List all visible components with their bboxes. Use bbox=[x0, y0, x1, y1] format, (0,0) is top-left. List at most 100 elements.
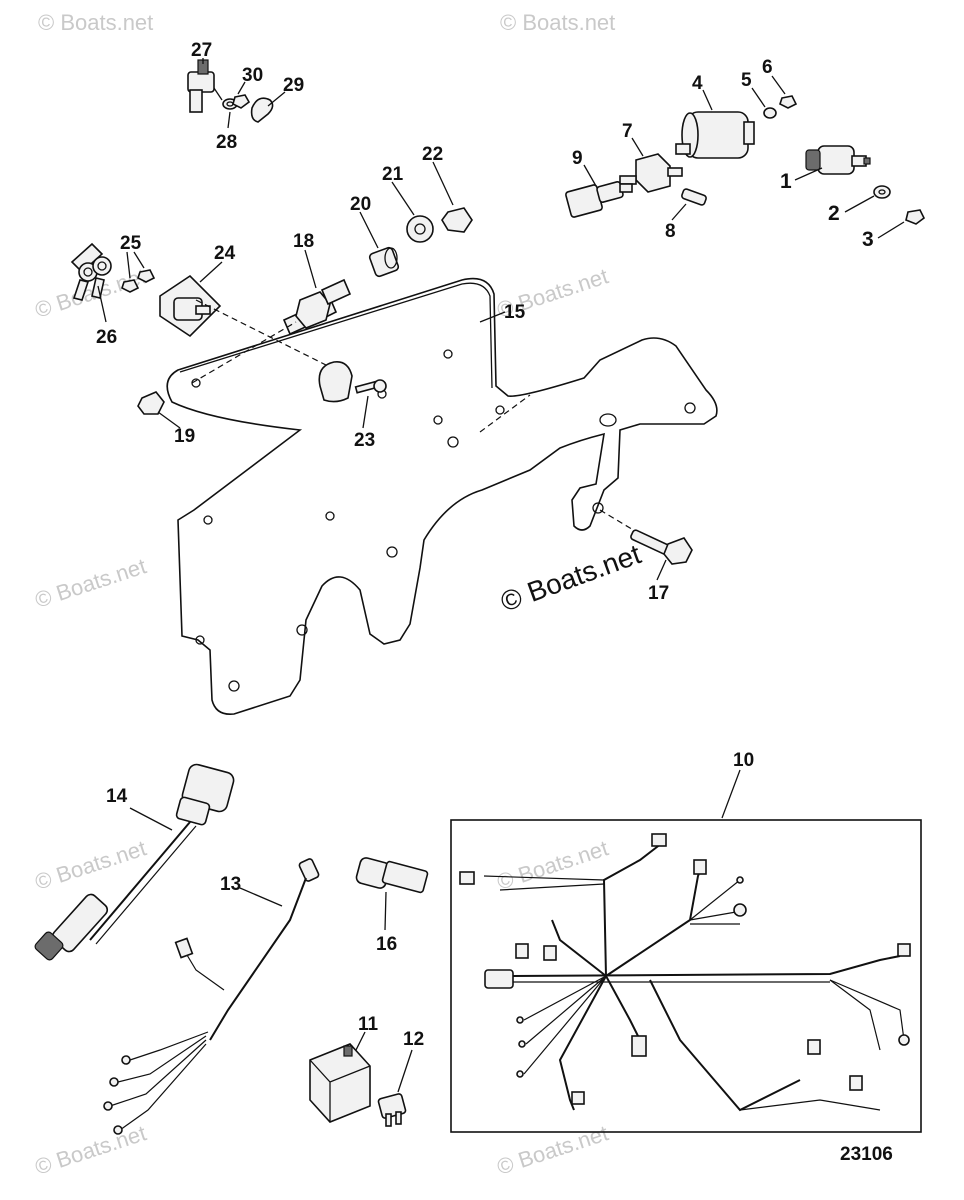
callout-25: 25 bbox=[120, 233, 142, 254]
callout-12: 12 bbox=[403, 1029, 424, 1050]
callout-29: 29 bbox=[283, 75, 304, 96]
callout-28: 28 bbox=[216, 132, 237, 153]
part-20-spacer bbox=[368, 246, 400, 278]
callout-11: 11 bbox=[358, 1014, 379, 1035]
part-30-nut bbox=[232, 94, 251, 109]
callout-16: 16 bbox=[376, 934, 397, 955]
leader-18 bbox=[304, 249, 317, 289]
watermark: © Boats.net bbox=[494, 1120, 611, 1179]
leader-1 bbox=[794, 167, 823, 181]
leader-25a bbox=[126, 251, 131, 279]
part-7-adapter bbox=[619, 153, 683, 193]
figure-number: 23106 bbox=[840, 1144, 893, 1165]
part-6-nut bbox=[779, 95, 798, 109]
harness-box bbox=[450, 819, 922, 1133]
watermark: © Boats.net bbox=[500, 10, 615, 35]
leader-5 bbox=[751, 87, 766, 108]
leader-25b bbox=[133, 251, 145, 269]
part-10-main-harness bbox=[459, 833, 911, 1112]
part-5-washer bbox=[763, 107, 777, 119]
leader-17 bbox=[656, 559, 667, 581]
part-23-screw-clamp bbox=[318, 360, 387, 403]
callout-19: 19 bbox=[174, 426, 195, 447]
leader-9 bbox=[583, 164, 597, 187]
part-29-boot bbox=[250, 97, 274, 123]
callout-14: 14 bbox=[106, 786, 128, 807]
callout-13: 13 bbox=[220, 874, 241, 895]
part-25-nuts bbox=[121, 269, 156, 293]
callout-4: 4 bbox=[692, 73, 703, 94]
callout-1: 1 bbox=[780, 170, 792, 193]
dash-line bbox=[195, 299, 341, 373]
leader-11 bbox=[355, 1031, 366, 1051]
callout-26: 26 bbox=[96, 327, 117, 348]
part-2-washer bbox=[873, 185, 891, 199]
callout-10: 10 bbox=[733, 750, 754, 771]
leader-26 bbox=[97, 285, 107, 323]
part-14-harness-sensor bbox=[34, 763, 235, 961]
leader-12 bbox=[397, 1049, 413, 1093]
leader-29 bbox=[267, 91, 286, 107]
callout-22: 22 bbox=[422, 144, 443, 165]
watermark-main: © Boats.net bbox=[496, 538, 645, 617]
part-18-stud bbox=[282, 278, 352, 336]
callout-labels: 27 30 29 28 4 5 6 7 9 1 2 3 8 22 21 20 1… bbox=[96, 40, 874, 1050]
part-17-bolt bbox=[630, 529, 693, 565]
leader-14 bbox=[129, 807, 173, 831]
callout-9: 9 bbox=[572, 148, 583, 169]
part-11-relay bbox=[309, 1043, 371, 1123]
leader-8 bbox=[671, 203, 687, 221]
part-27-sender bbox=[187, 59, 223, 113]
callout-18: 18 bbox=[293, 231, 314, 252]
callout-17: 17 bbox=[648, 583, 669, 604]
callout-24: 24 bbox=[214, 243, 236, 264]
callout-3: 3 bbox=[862, 228, 874, 251]
callout-20: 20 bbox=[350, 194, 371, 215]
callout-30: 30 bbox=[242, 65, 263, 86]
leader-21 bbox=[391, 181, 415, 216]
part-8-fitting bbox=[681, 188, 707, 206]
leader-10 bbox=[721, 769, 741, 819]
leader-23 bbox=[362, 395, 369, 429]
part-9-sensor bbox=[565, 181, 633, 218]
watermark: © Boats.net bbox=[32, 1120, 149, 1179]
callout-27: 27 bbox=[191, 40, 212, 61]
watermark: © Boats.net bbox=[32, 553, 149, 612]
leader-20 bbox=[359, 211, 379, 249]
part-22-nut bbox=[441, 207, 473, 233]
part-21-washer bbox=[406, 215, 434, 243]
callout-7: 7 bbox=[622, 121, 633, 142]
leader-30 bbox=[237, 81, 246, 95]
leader-16 bbox=[384, 891, 387, 931]
watermark: © Boats.net bbox=[38, 10, 153, 35]
leader-19 bbox=[157, 411, 181, 429]
callout-2: 2 bbox=[828, 202, 840, 225]
callout-6: 6 bbox=[762, 57, 773, 78]
leader-22 bbox=[432, 161, 454, 206]
leader-15 bbox=[479, 311, 506, 323]
leader-13 bbox=[239, 887, 283, 907]
part-24-breaker bbox=[159, 274, 222, 338]
leader-3 bbox=[877, 221, 905, 239]
dash-line bbox=[479, 394, 531, 433]
callout-23: 23 bbox=[354, 430, 375, 451]
part-13-harness bbox=[103, 858, 320, 1135]
part-4-gauge-sender bbox=[675, 111, 755, 159]
leader-24 bbox=[199, 261, 223, 283]
part-12-fuse bbox=[377, 1093, 407, 1127]
part-26-terminal bbox=[70, 242, 112, 301]
leader-7 bbox=[631, 137, 644, 157]
part-15-mounting-plate bbox=[166, 277, 718, 716]
part-16-sensor bbox=[355, 857, 429, 894]
watermark: © Boats.net bbox=[494, 835, 611, 894]
callout-8: 8 bbox=[665, 221, 676, 242]
leader-2 bbox=[844, 195, 875, 213]
leader-4 bbox=[702, 89, 713, 111]
leader-28 bbox=[227, 111, 231, 129]
part-1-switch bbox=[805, 145, 871, 175]
callout-21: 21 bbox=[382, 164, 404, 185]
watermark: © Boats.net bbox=[32, 835, 149, 894]
part-3-nut bbox=[905, 209, 926, 225]
dash-line bbox=[191, 321, 297, 384]
